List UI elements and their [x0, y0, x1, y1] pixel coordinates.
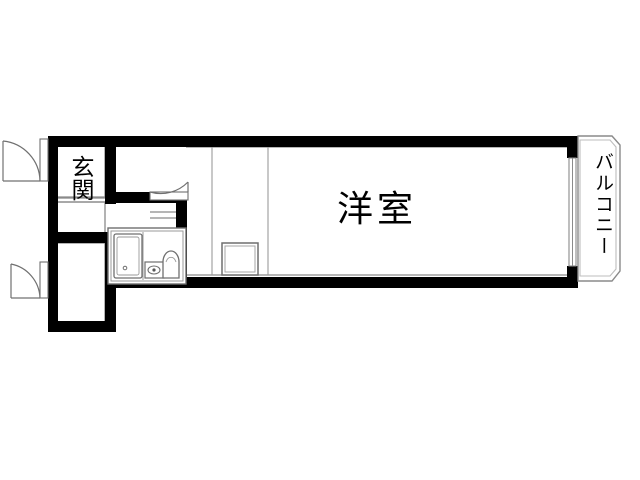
bathtub-icon [113, 233, 143, 279]
toilet-icon [162, 250, 180, 279]
wash-basin-icon [144, 261, 165, 279]
entrance-door [2, 138, 49, 182]
room-label-youshitsu: 洋室 [337, 189, 418, 230]
bathroom-door [149, 181, 189, 201]
main-room-divider [211, 147, 269, 275]
unit-bath [107, 227, 187, 285]
closet-square [221, 242, 259, 276]
room-label-balcony: バルコニー [592, 152, 614, 257]
balcony-sliding-door [568, 157, 577, 267]
storage-door [10, 261, 49, 299]
room-label-genkan: 玄関 [67, 155, 93, 201]
balcony-outline [577, 135, 621, 282]
